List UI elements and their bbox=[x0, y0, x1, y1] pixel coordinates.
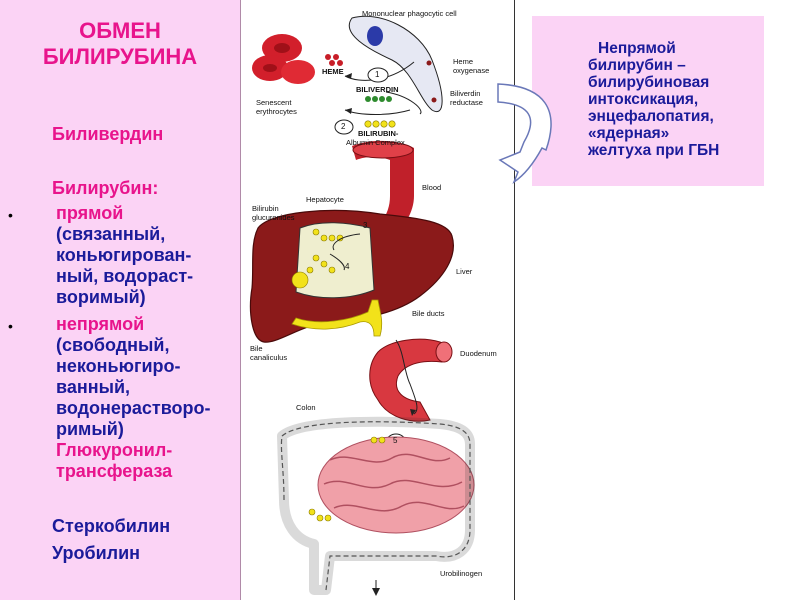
label-bilirubin-complex-2: Albumin Complex bbox=[346, 139, 405, 147]
label-glucuronides-2: glucuronides bbox=[252, 214, 295, 222]
step-1-label: 1 bbox=[375, 71, 379, 79]
label-canaliculus-1: Bile bbox=[250, 345, 263, 353]
label-biliverdin: BILIVERDIN bbox=[356, 86, 399, 94]
label-heme-oxygenase-2: oxygenase bbox=[453, 67, 489, 75]
phagocytic-cell-icon bbox=[349, 16, 442, 111]
label-biliverdin-reductase-2: reductase bbox=[450, 99, 483, 107]
step-5-label: 5 bbox=[393, 437, 397, 445]
label-biliverdin-reductase-1: Biliverdin bbox=[450, 90, 480, 98]
step-3-label: 3 bbox=[363, 222, 367, 230]
bilirubin-albumin-dots bbox=[365, 121, 395, 127]
step-4-label: 4 bbox=[345, 263, 349, 271]
step-2-label: 2 bbox=[341, 123, 345, 131]
duodenum-icon bbox=[370, 339, 452, 421]
label-canaliculus-2: canaliculus bbox=[250, 354, 287, 362]
label-urobilinogen: Urobilinogen bbox=[440, 570, 482, 578]
erythrocytes-icon bbox=[252, 34, 315, 84]
heme-dots bbox=[325, 54, 343, 66]
label-blood: Blood bbox=[422, 184, 441, 192]
biliverdin-dots bbox=[365, 96, 392, 102]
label-heme: HEME bbox=[322, 68, 344, 76]
label-hepatocyte: Hepatocyte bbox=[306, 196, 344, 204]
label-senescent-2: erythrocytes bbox=[256, 108, 297, 116]
curved-arrow-icon bbox=[498, 84, 551, 182]
label-glucuronides-1: Bilirubin bbox=[252, 205, 279, 213]
small-intestine-icon bbox=[318, 437, 474, 533]
label-mononuclear: Mononuclear phagocytic cell bbox=[362, 10, 457, 18]
label-colon: Colon bbox=[296, 404, 316, 412]
label-senescent-1: Senescent bbox=[256, 99, 291, 107]
label-heme-oxygenase-1: Heme bbox=[453, 58, 473, 66]
label-bile-ducts: Bile ducts bbox=[412, 310, 445, 318]
label-bilirubin-complex-1: BILIRUBIN- bbox=[358, 130, 398, 138]
label-duodenum: Duodenum bbox=[460, 350, 497, 358]
label-liver: Liver bbox=[456, 268, 472, 276]
